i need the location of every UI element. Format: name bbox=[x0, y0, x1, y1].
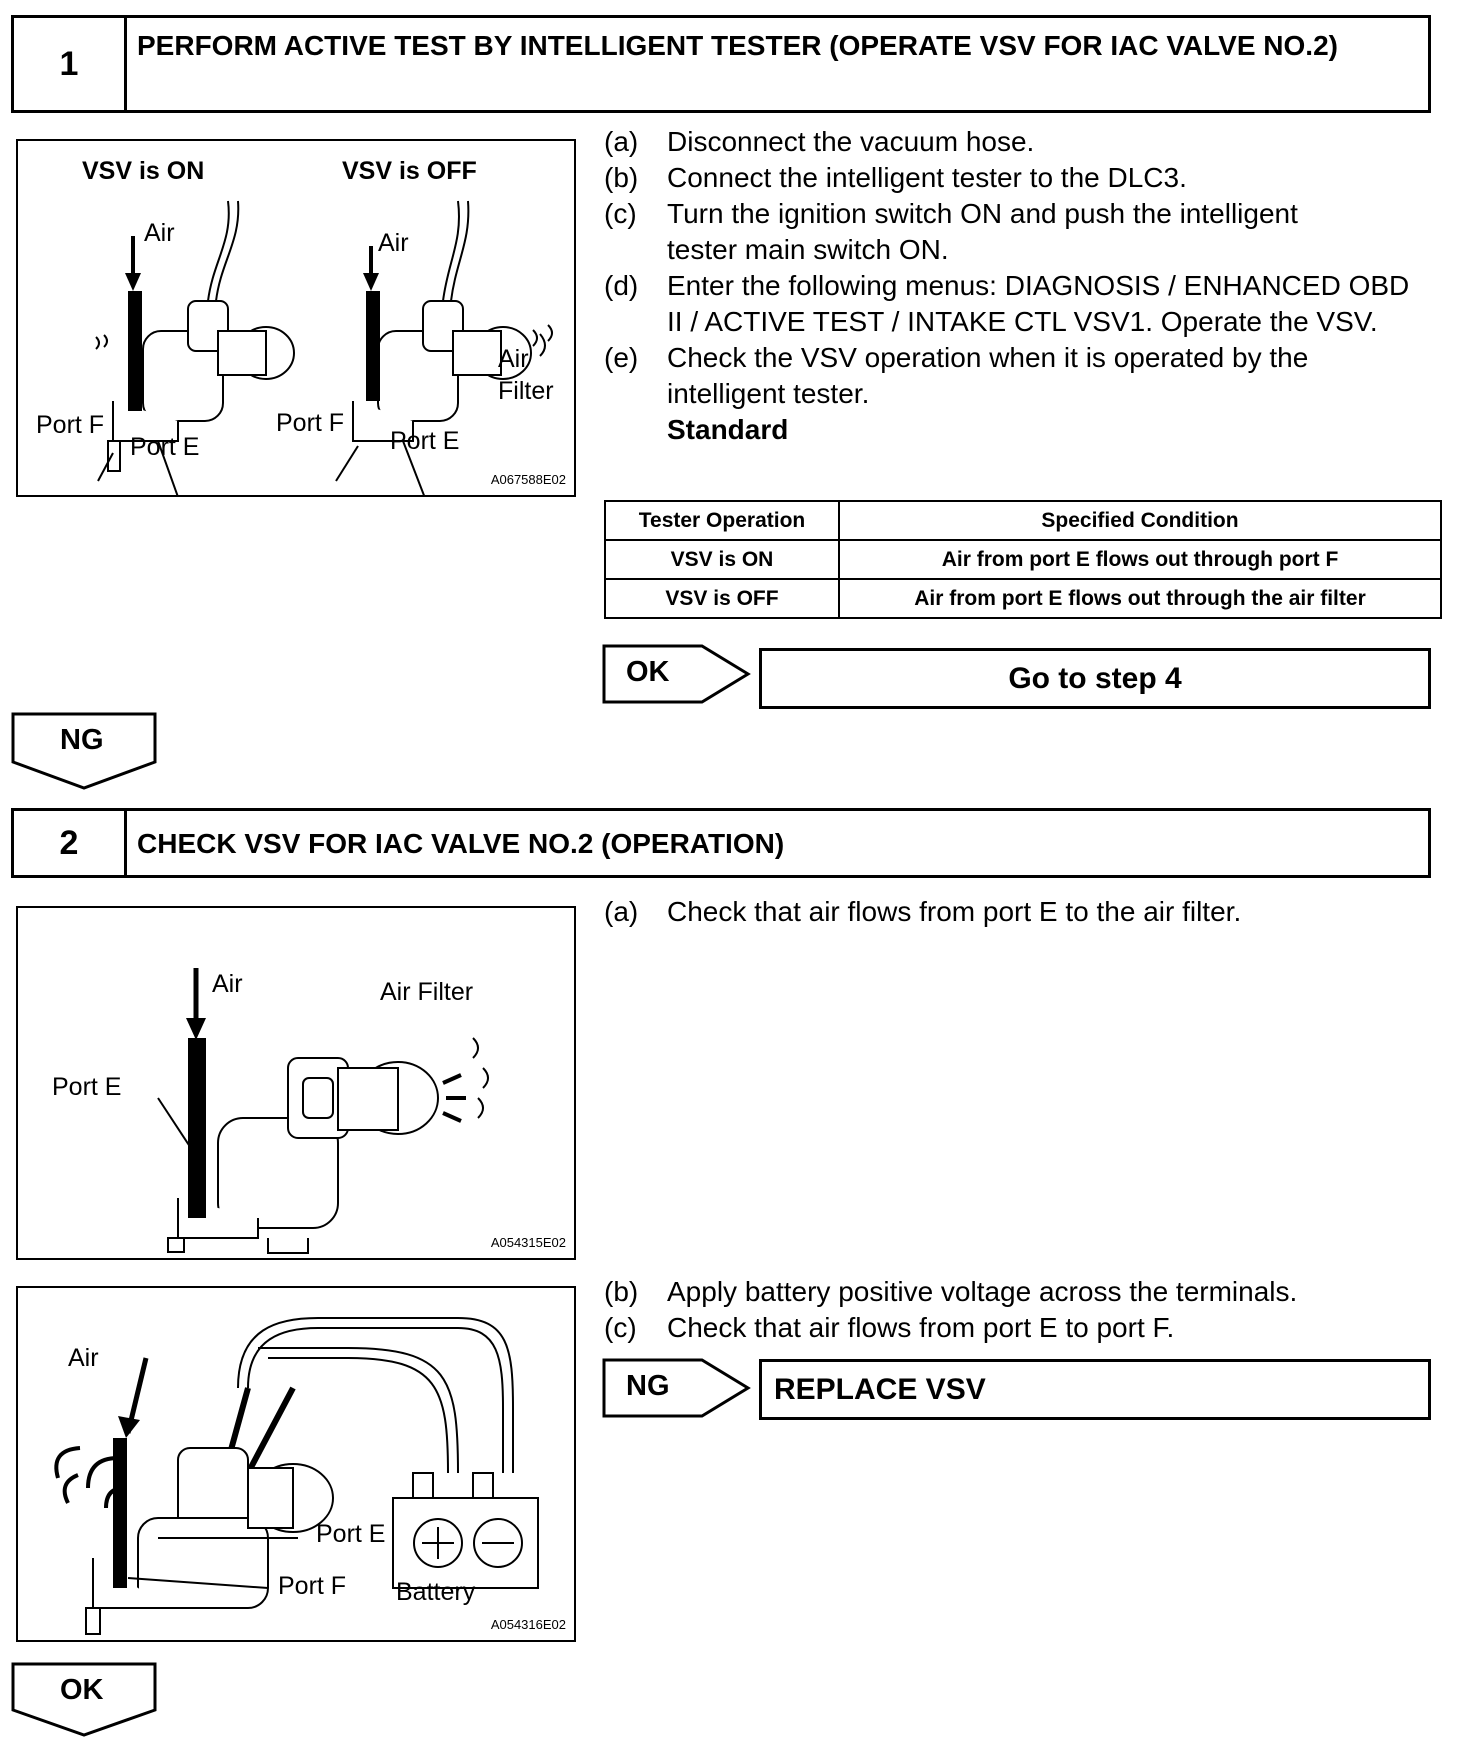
label-vsv-on: VSV is ON bbox=[82, 157, 205, 185]
label-vsv-off: VSV is OFF bbox=[342, 157, 477, 185]
label-port-e: Port E bbox=[316, 1520, 386, 1548]
instruction-item: (a)Disconnect the vacuum hose. bbox=[604, 126, 1035, 157]
label-port-f-on: Port F bbox=[36, 411, 105, 439]
instruction-item: (d)Enter the following menus: DIAGNOSIS … bbox=[604, 270, 1410, 337]
label-port-e-off: Port E bbox=[390, 427, 460, 455]
ok-label: OK bbox=[626, 656, 670, 688]
label-air-filter: Air Filter bbox=[498, 345, 554, 405]
ng-down-arrow bbox=[11, 712, 157, 790]
step1-figure: VSV is ON VSV is OFF Air Air Air Filter … bbox=[16, 139, 576, 497]
step2-figure-a: Air Air Filter Port E A054315E02 bbox=[16, 906, 576, 1260]
replace-vsv[interactable]: REPLACE VSV bbox=[759, 1359, 1431, 1420]
step1-title: PERFORM ACTIVE TEST BY INTELLIGENT TESTE… bbox=[137, 30, 1338, 61]
table-cell: Air from port E flows out through port F bbox=[838, 539, 1442, 580]
label-port-f-off: Port F bbox=[276, 409, 345, 437]
ok-arrow-tag bbox=[602, 644, 751, 704]
figure-id: A067588E02 bbox=[490, 472, 566, 487]
standard-row: Standard bbox=[604, 412, 1424, 448]
table-header: Specified Condition bbox=[838, 500, 1442, 541]
label-air-filter: Air Filter bbox=[380, 978, 474, 1006]
label-port-e-on: Port E bbox=[130, 433, 200, 461]
ng-arrow-tag bbox=[602, 1358, 751, 1418]
step1-number: 1 bbox=[14, 18, 127, 110]
step1-header: 1 PERFORM ACTIVE TEST BY INTELLIGENT TES… bbox=[11, 15, 1431, 113]
table-row: VSV is OFF Air from port E flows out thr… bbox=[604, 578, 1442, 619]
ng-label: NG bbox=[626, 1370, 670, 1402]
step2-figure-b: Air Port E Port F Battery A054316E02 bbox=[16, 1286, 576, 1642]
vsv-air-filter-illustration bbox=[157, 968, 489, 1254]
step2-number: 2 bbox=[14, 811, 127, 875]
instruction-item: (b)Connect the intelligent tester to the… bbox=[604, 162, 1187, 193]
step1-instructions: (a)Disconnect the vacuum hose. (b)Connec… bbox=[604, 124, 1424, 448]
figure-id: A054316E02 bbox=[490, 1617, 566, 1632]
ok-down-arrow bbox=[11, 1662, 157, 1737]
label-air: Air bbox=[212, 970, 243, 998]
instruction-item: (b)Apply battery positive voltage across… bbox=[604, 1276, 1298, 1307]
table-cell: VSV is OFF bbox=[604, 578, 840, 619]
label-port-e: Port E bbox=[52, 1073, 122, 1101]
label-air-on: Air bbox=[144, 219, 175, 247]
table-cell: Air from port E flows out through the ai… bbox=[838, 578, 1442, 619]
ng-result-text: REPLACE VSV bbox=[774, 1372, 986, 1406]
table-cell: VSV is ON bbox=[604, 539, 840, 580]
standard-label: Standard bbox=[667, 414, 789, 445]
vsv-on-off-illustration bbox=[95, 200, 553, 495]
instruction-item: (a)Check that air flows from port E to t… bbox=[604, 896, 1242, 927]
table-header-row: Tester Operation Specified Condition bbox=[604, 500, 1442, 541]
step2-title: CHECK VSV FOR IAC VALVE NO.2 (OPERATION) bbox=[137, 828, 785, 859]
table-row: VSV is ON Air from port E flows out thro… bbox=[604, 539, 1442, 580]
vsv-battery-illustration bbox=[54, 1317, 539, 1635]
step2-instructions-a: (a)Check that air flows from port E to t… bbox=[604, 894, 1424, 930]
ok-label: OK bbox=[60, 1674, 104, 1706]
label-air-off: Air bbox=[378, 229, 409, 257]
table-header: Tester Operation bbox=[604, 500, 840, 541]
figure-id: A054315E02 bbox=[490, 1235, 566, 1250]
instruction-item: (e)Check the VSV operation when it is op… bbox=[604, 342, 1309, 409]
go-to-step-4[interactable]: Go to step 4 bbox=[759, 648, 1431, 709]
step2-instructions-b: (b)Apply battery positive voltage across… bbox=[604, 1274, 1424, 1346]
step2-header: 2 CHECK VSV FOR IAC VALVE NO.2 (OPERATIO… bbox=[11, 808, 1431, 878]
instruction-item: (c)Check that air flows from port E to p… bbox=[604, 1312, 1175, 1343]
spec-table: Tester Operation Specified Condition VSV… bbox=[604, 500, 1442, 619]
ok-result-text: Go to step 4 bbox=[1008, 661, 1182, 695]
instruction-item: (c)Turn the ignition switch ON and push … bbox=[604, 198, 1298, 265]
label-port-f: Port F bbox=[278, 1572, 347, 1600]
ng-label: NG bbox=[60, 724, 104, 756]
label-air: Air bbox=[68, 1344, 99, 1372]
label-battery: Battery bbox=[396, 1578, 476, 1606]
